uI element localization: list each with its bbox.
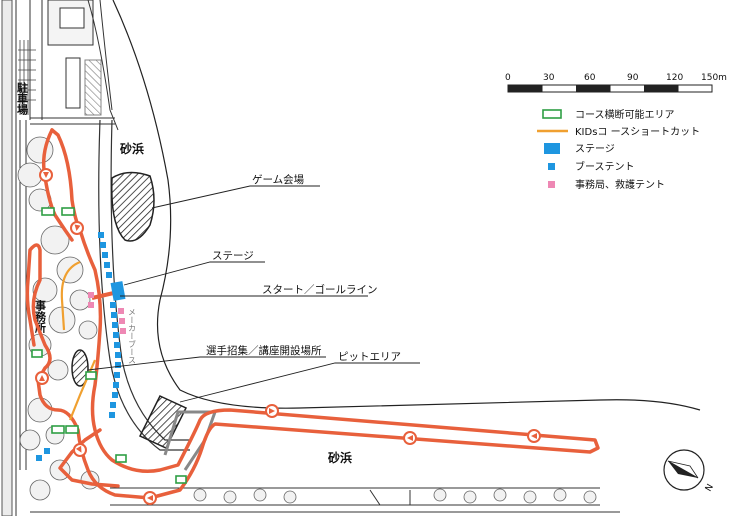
direction-marker (39, 168, 53, 182)
scale-tick: 120 (666, 73, 683, 83)
callout-game-venue: ゲーム会場 (252, 173, 305, 186)
kids-shortcut (60, 260, 97, 421)
parking-label: 駐車場 (16, 81, 29, 116)
sand-label-south: 砂浜 (327, 450, 352, 465)
scale-tick: 150m (701, 73, 727, 83)
legend-crossing-area-label: コース横断可能エリア (575, 108, 675, 121)
direction-marker (70, 221, 84, 235)
direction-markers (35, 168, 541, 505)
legend-office-tent-label: 事務局、救護テント (575, 178, 665, 191)
callout-recruit-lecture: 選手招集／講座開設場所 (206, 344, 322, 357)
game-venue-area (111, 171, 155, 242)
direction-marker (73, 443, 87, 457)
scale-tick: 90 (627, 73, 639, 83)
crossing-area (31, 349, 43, 358)
callout-pit-area: ピットエリア (338, 351, 401, 363)
crossing-area (51, 425, 65, 434)
sand-label-north: 砂浜 (119, 141, 144, 156)
crossing-area (115, 454, 127, 463)
crossing-areas (31, 207, 187, 484)
crossing-area (175, 475, 187, 484)
direction-marker (403, 431, 417, 445)
callout-stage: ステージ (212, 250, 254, 262)
north-arrow-icon: N (663, 449, 716, 494)
direction-marker (35, 371, 49, 385)
crossing-area (65, 425, 79, 434)
parking-lot (18, 40, 36, 115)
shoreline (112, 0, 701, 411)
scale-tick: 60 (584, 73, 596, 83)
stage-block (110, 281, 126, 301)
scale-bar: 0 30 60 90 120 150m (505, 73, 727, 93)
legend-stage-label: ステージ (575, 144, 615, 155)
legend-office-tent-swatch (548, 181, 555, 188)
legend-stage-swatch (544, 143, 560, 154)
direction-marker (527, 429, 541, 443)
scale-tick: 0 (505, 73, 511, 83)
recruit-lecture-area (71, 349, 89, 387)
crossing-area (85, 371, 97, 380)
legend-kids-shortcut-label: KIDsコ ースショートカット (575, 126, 700, 138)
booth-tents (36, 232, 121, 461)
north-label: N (704, 483, 716, 494)
map-legend: コース横断可能エリア KIDsコ ースショートカット ステージ ブーステント 事… (537, 108, 700, 191)
callout-lines (87, 185, 420, 403)
crossing-area (61, 207, 75, 216)
south-road (30, 487, 620, 513)
scale-tick: 30 (543, 73, 555, 83)
direction-marker (265, 404, 279, 418)
callout-start-goal: スタート／ゴールライン (262, 283, 378, 296)
maker-booth-label: メーカーブース (128, 308, 137, 364)
legend-crossing-area-swatch (542, 109, 562, 119)
left-building-strip (1, 0, 119, 516)
legend-booth-tent-label: ブーステント (575, 160, 635, 173)
direction-marker (143, 491, 157, 505)
crossing-area (41, 207, 55, 216)
office-first-aid-tents (88, 292, 126, 334)
legend-booth-tent-swatch (548, 163, 555, 170)
